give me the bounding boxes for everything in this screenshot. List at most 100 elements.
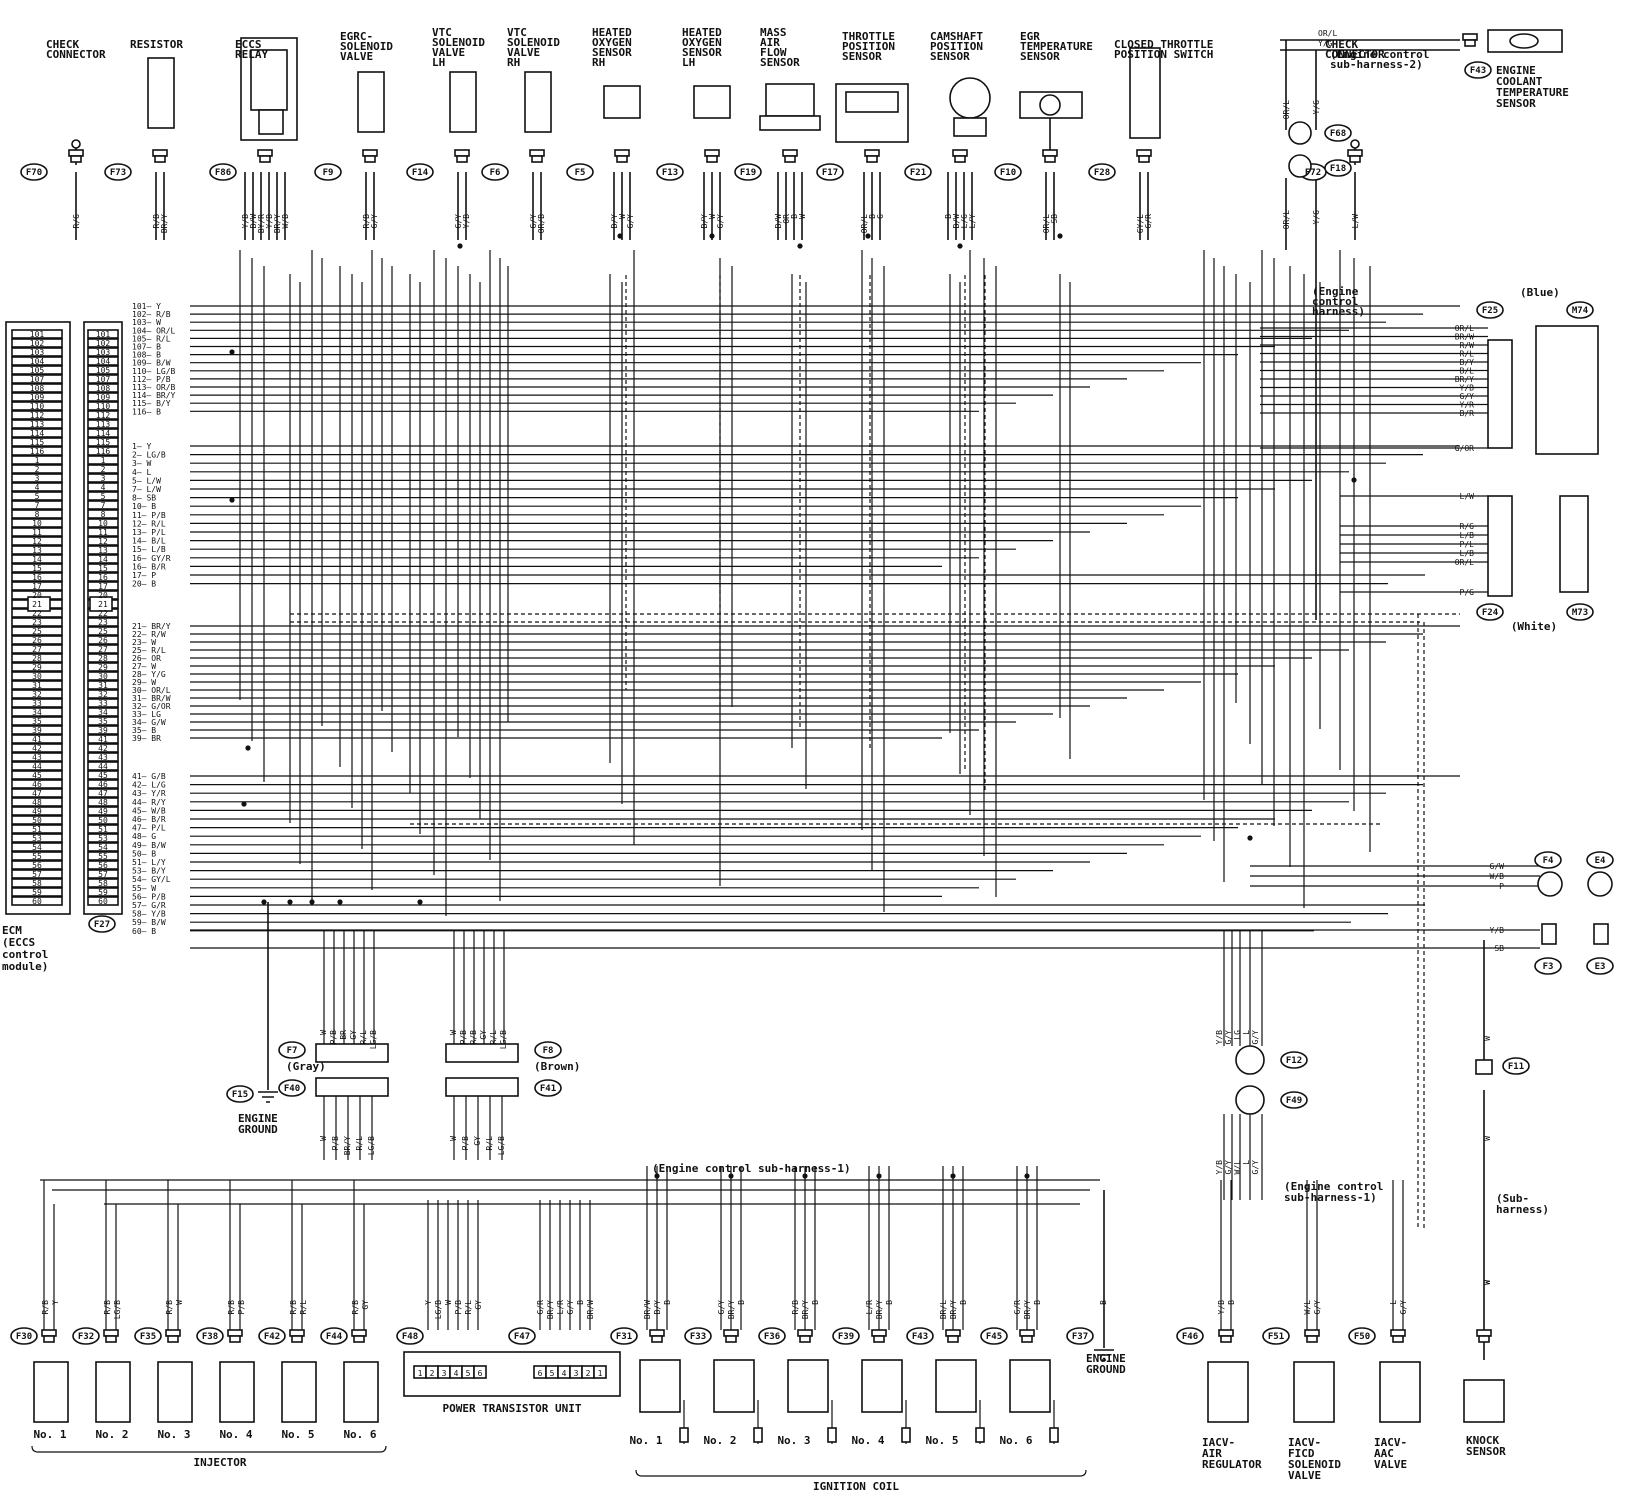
vtc-solenoid-lh-plug-tail xyxy=(456,155,468,163)
m74-connector-id-badge xyxy=(1566,301,1594,319)
f25-wire-color: OR/L xyxy=(1455,324,1474,333)
f8-color-note: (Brown) xyxy=(534,1060,580,1073)
pt-pin-a-number: 2 xyxy=(430,1369,435,1378)
vtc-solenoid-lh-label: SOLENOID xyxy=(432,36,485,49)
ecm-g1-pin: 102— R/B xyxy=(132,310,171,319)
iacv-label: VALVE xyxy=(1374,1458,1407,1471)
f7-connector-id-badge xyxy=(278,1041,306,1059)
sub-harness-1-note-left: (Engine control sub-harness-1) xyxy=(652,1162,851,1175)
ecm-pin-number: 114 xyxy=(30,429,45,438)
eccs-relay-wire-5: W/B xyxy=(281,214,290,229)
ecm-pin-cell xyxy=(11,491,63,501)
f27-pin-number: 55 xyxy=(98,852,108,861)
f49-connector-id-badge xyxy=(1280,1091,1308,1109)
f27-connector-id: F27 xyxy=(94,920,110,930)
iacv-body xyxy=(1379,1361,1421,1423)
ignition-title: IGNITION COIL xyxy=(813,1480,899,1493)
f47-wire-color: B xyxy=(576,1300,585,1305)
closed-throttle-switch-connector-id-badge xyxy=(1088,163,1116,181)
eccs-relay-connector-id-badge xyxy=(209,163,237,181)
f27-pin-number: 47 xyxy=(98,789,108,798)
iacv-connector-id: F46 xyxy=(1182,1332,1198,1342)
f24-wire-color: L/B xyxy=(1460,549,1475,558)
ecm-pin-number: 15 xyxy=(32,564,42,573)
ecm-pin-cell xyxy=(11,851,63,861)
ecm-pin-cell xyxy=(11,437,63,447)
ecm-center-key xyxy=(27,596,51,612)
egr-temp-sensor-label: EGR xyxy=(1020,30,1040,43)
f48-wire-color: P/B xyxy=(454,1300,463,1315)
ecm-g4-pin: 44— R/Y xyxy=(132,798,166,807)
f47-connector-id: F47 xyxy=(514,1332,530,1342)
f8-connector-id-badge xyxy=(534,1041,562,1059)
f8-bottom-wire: LG/B xyxy=(497,1136,506,1155)
f27-pin-number: 23 xyxy=(98,618,108,627)
f25-wire-color: G/Y xyxy=(1460,392,1475,401)
iacv-label: AIR xyxy=(1202,1447,1222,1460)
ecm-pin-cell xyxy=(11,356,63,366)
closed-throttle-switch-wire-0: GY/L xyxy=(1136,214,1145,233)
f8-top-wire: LG/B xyxy=(499,1030,508,1049)
pt-pin-a xyxy=(473,1365,487,1379)
ecm-g2-pin: 2— LG/B xyxy=(132,451,166,460)
f27-pin-cell xyxy=(87,842,119,852)
ignition-plug xyxy=(723,1329,739,1337)
f27-pin-cell xyxy=(87,653,119,663)
f27-pin-number: 58 xyxy=(98,879,108,888)
f27-pin-number: 26 xyxy=(98,636,108,645)
injector-plug xyxy=(227,1329,243,1337)
ignition-wire-color: BR/Y xyxy=(949,1300,958,1319)
ecm-pin-cell xyxy=(11,788,63,798)
camshaft-position-sensor-wire-1: B/W xyxy=(952,214,961,229)
ecm-pin-number: 29 xyxy=(32,663,42,672)
ecm-g3-pin: 22— R/W xyxy=(132,630,166,639)
egrc-solenoid-valve-wire-1: G/Y xyxy=(370,214,379,229)
ecm-g4-pin: 59— B/W xyxy=(132,918,166,927)
f27-pin-number: 2 xyxy=(101,465,106,474)
f24-wire-color: L/B xyxy=(1460,531,1475,540)
pt-pin-a-number: 1 xyxy=(418,1369,423,1378)
eccs-relay-contacts xyxy=(258,109,284,135)
splice-dot xyxy=(1057,233,1063,239)
ecm-pin-cell xyxy=(11,464,63,474)
ecm-pin-number: 31 xyxy=(32,681,42,690)
ignition-plug xyxy=(871,1329,887,1337)
ignition-coil-number: No. 2 xyxy=(703,1434,736,1447)
eccs-relay-wire-2: BY/R xyxy=(257,214,266,233)
f27-pin-number: 30 xyxy=(98,672,108,681)
vtc-solenoid-lh-body xyxy=(449,71,477,133)
ecm-g2-pin: 1— Y xyxy=(132,442,151,451)
f24-wire-color: R/G xyxy=(1460,522,1475,531)
f49-connector-id: F49 xyxy=(1286,1096,1302,1106)
f25-wire-color: Y/R xyxy=(1460,401,1475,410)
splice-dot xyxy=(245,745,251,751)
ecm-g4-pin: 47— P/L xyxy=(132,824,166,833)
ecm-g1-pin: 104— OR/L xyxy=(132,326,176,335)
f4-connector-id-badge xyxy=(1534,851,1562,869)
ignition-wire-color: BR/Y xyxy=(727,1300,736,1319)
ecm-pin-number: 48 xyxy=(32,798,42,807)
f27-pin-number: 113 xyxy=(96,420,111,429)
ecm-g2-pin: 8— SB xyxy=(132,494,156,503)
ecm-pin-number: 49 xyxy=(32,807,42,816)
f12-connector-id: F12 xyxy=(1286,1056,1302,1066)
ecm-g1-pin: 115— B/Y xyxy=(132,399,171,408)
injector-number: No. 3 xyxy=(157,1428,190,1441)
f7-top-wire: R/L xyxy=(359,1030,368,1045)
f27-pin-cell xyxy=(87,500,119,510)
ecm-pin-number: 115 xyxy=(30,438,45,447)
joint-f68-id-badge xyxy=(1324,124,1352,142)
f27-pin-number: 21 xyxy=(98,600,108,609)
ecm-pin-cell xyxy=(11,833,63,843)
heated-o2-rh-label: OXYGEN xyxy=(592,36,632,49)
camshaft-position-sensor-label: CAMSHAFT xyxy=(930,30,983,43)
f27-pin-number: 10 xyxy=(98,519,108,528)
iacv-label: IACV- xyxy=(1374,1436,1407,1449)
heated-o2-lh-connector-id-badge xyxy=(656,163,684,181)
iacv-wire-color: G/Y xyxy=(1399,1300,1408,1315)
f27-pin-number: 27 xyxy=(98,645,108,654)
ignition-coil-number: No. 5 xyxy=(925,1434,958,1447)
ecm-pin-cell xyxy=(11,743,63,753)
vtc-solenoid-rh-label: VALVE xyxy=(507,46,540,59)
e4-body xyxy=(1587,871,1613,897)
